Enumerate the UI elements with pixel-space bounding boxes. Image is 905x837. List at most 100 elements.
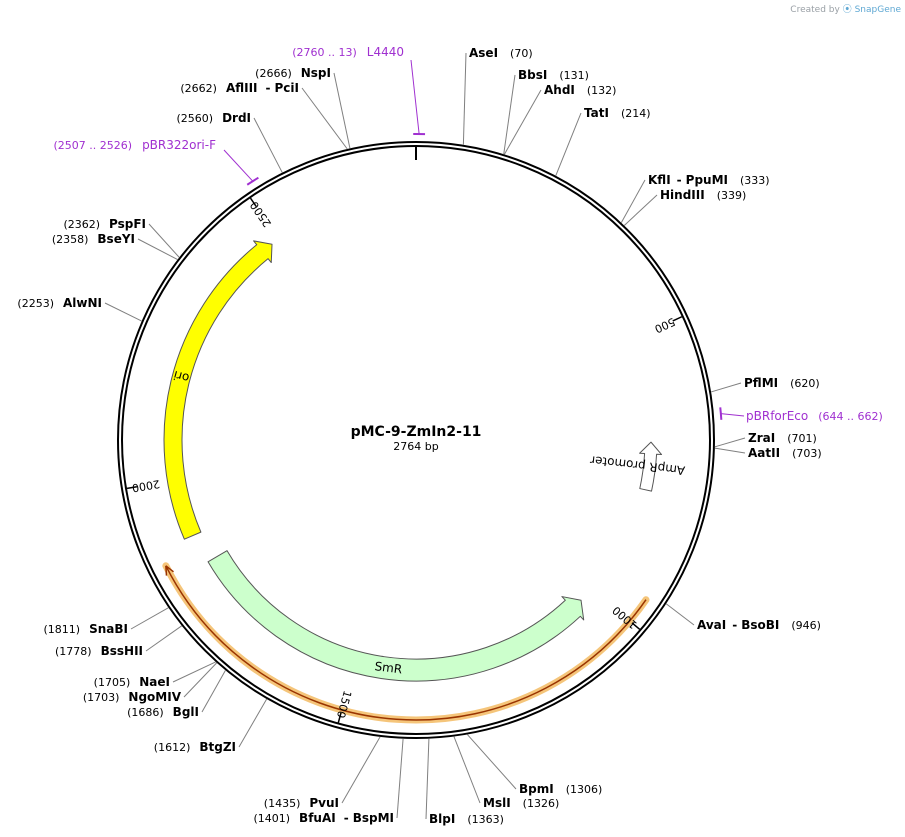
site-position: (1811) <box>44 623 81 636</box>
primer-leader-pbrforeco <box>720 413 745 417</box>
primer-l4440: (2760 .. 13)L4440 <box>292 45 404 59</box>
site-kfli: KflI-PpuMI (333) <box>648 173 770 187</box>
site-bseyi: (2358)BseYI <box>52 232 135 246</box>
center-labels: pMC-9-ZmIn2-11 2764 bp <box>351 424 482 453</box>
site-suffix: PciI <box>275 81 300 95</box>
leader-afliii <box>301 87 348 150</box>
site-afliii: (2662)AflIII-PciI <box>180 81 299 95</box>
site-aatii: AatII(703) <box>748 446 822 460</box>
feature-ori <box>163 240 273 540</box>
leader-btgzi <box>238 698 268 748</box>
site-position: (946) <box>791 619 821 632</box>
site-name: SnaBI <box>89 622 128 636</box>
backbone-outer-strand <box>117 141 715 739</box>
credit-brand: SnapGene <box>854 5 901 15</box>
site-drdi: (2560)DrdI <box>176 111 251 125</box>
leader-alwni <box>104 302 142 322</box>
primer-leader-pbr322ori-f <box>223 149 254 182</box>
site-name: PvuI <box>309 796 339 810</box>
site-position: (1306) <box>566 783 603 796</box>
site-position: (1686) <box>127 706 164 719</box>
site-name: BpmI <box>519 782 554 796</box>
site-suffix: PpuMI <box>686 173 728 187</box>
primer-bar-pbr322ori-f <box>246 176 259 186</box>
site-asei: AseI (70) <box>469 46 533 60</box>
orf-line <box>165 565 647 721</box>
leader-kfli <box>620 179 646 223</box>
primer-name: pBR322ori-F <box>142 138 216 152</box>
site-naei: (1705) NaeI <box>94 675 170 689</box>
site-name: BglI <box>173 705 199 719</box>
leader-naei <box>172 661 216 683</box>
orf-layer <box>162 562 650 724</box>
feature-ampr-promoter <box>639 441 663 492</box>
leader-nspi <box>333 72 351 149</box>
site-position: (1326) <box>523 797 560 810</box>
primer-range: (644 .. 662) <box>818 410 883 423</box>
feature-smr <box>207 550 585 682</box>
tick-label-500: 500 <box>653 315 678 336</box>
site-bgli: (1686) BglI <box>127 705 199 719</box>
site-position: (2253) <box>17 297 54 310</box>
site-position: (132) <box>587 84 617 97</box>
site-dash: - <box>677 173 682 187</box>
site-nspi: (2666) NspI <box>255 66 331 80</box>
site-pspfi: (2362)PspFI <box>63 217 146 231</box>
site-name: TatI <box>584 106 609 120</box>
snapgene-logo: ⦿ <box>842 5 852 15</box>
site-bbsi: BbsI(131) <box>518 68 589 82</box>
tick-1500 <box>337 712 342 723</box>
site-position: (1435) <box>264 797 301 810</box>
site-name: NaeI <box>139 675 170 689</box>
site-name: NspI <box>301 66 331 80</box>
site-position: (1705) <box>94 676 131 689</box>
leader-asei <box>462 52 467 145</box>
site-msli: MslI(1326) <box>483 796 559 810</box>
site-name: AseI <box>469 46 498 60</box>
site-position: (1612) <box>154 741 191 754</box>
site-position: (620) <box>790 377 820 390</box>
leader-msli <box>453 736 481 804</box>
site-name: PflMI <box>744 376 778 390</box>
leader-tati <box>555 112 582 176</box>
site-name: HindIII <box>660 188 705 202</box>
site-position: (703) <box>792 447 822 460</box>
site-avai: AvaI-BsoBI(946) <box>697 618 821 632</box>
leader-bpmi <box>467 734 517 790</box>
site-zrai: ZraI (701) <box>748 431 817 445</box>
site-dash: - <box>344 811 349 825</box>
primer-name: pBRforEco <box>746 409 808 423</box>
site-position: (70) <box>510 47 533 60</box>
backbone <box>117 141 715 739</box>
site-name: BtgZI <box>199 740 236 754</box>
site-name: BssHII <box>101 644 143 658</box>
leader-avai <box>665 603 695 626</box>
leader-pspfi <box>148 223 180 258</box>
site-position: (2666) <box>255 67 292 80</box>
site-hindiii: HindIII(339) <box>660 188 746 202</box>
site-name: ZraI <box>748 431 775 445</box>
site-name: KflI <box>648 173 671 187</box>
leader-blpi <box>425 738 430 820</box>
leader-hindiii <box>623 194 658 226</box>
site-ahdi: AhdI (132) <box>544 83 616 97</box>
leader-layer <box>104 52 746 820</box>
site-bfuai: (1401)BfuAI-BspMI <box>253 811 394 825</box>
site-name: BlpI <box>429 812 455 826</box>
leader-bbsi <box>503 74 516 155</box>
site-name: BfuAI <box>299 811 336 825</box>
leader-drdi <box>253 117 283 173</box>
site-snabi: (1811) SnaBI <box>44 622 128 636</box>
site-position: (1401) <box>253 812 290 825</box>
primer-pbr322ori-f: (2507 .. 2526)pBR322ori-F <box>54 138 217 152</box>
site-name: AhdI <box>544 83 575 97</box>
site-position: (333) <box>740 174 770 187</box>
tick-500 <box>672 316 683 322</box>
primer-pbrforeco: pBRforEco (644 .. 662) <box>746 409 883 423</box>
site-dash: - <box>732 618 737 632</box>
site-position: (2662) <box>180 82 217 95</box>
site-position: (701) <box>787 432 817 445</box>
site-suffix: BsoBI <box>741 618 779 632</box>
